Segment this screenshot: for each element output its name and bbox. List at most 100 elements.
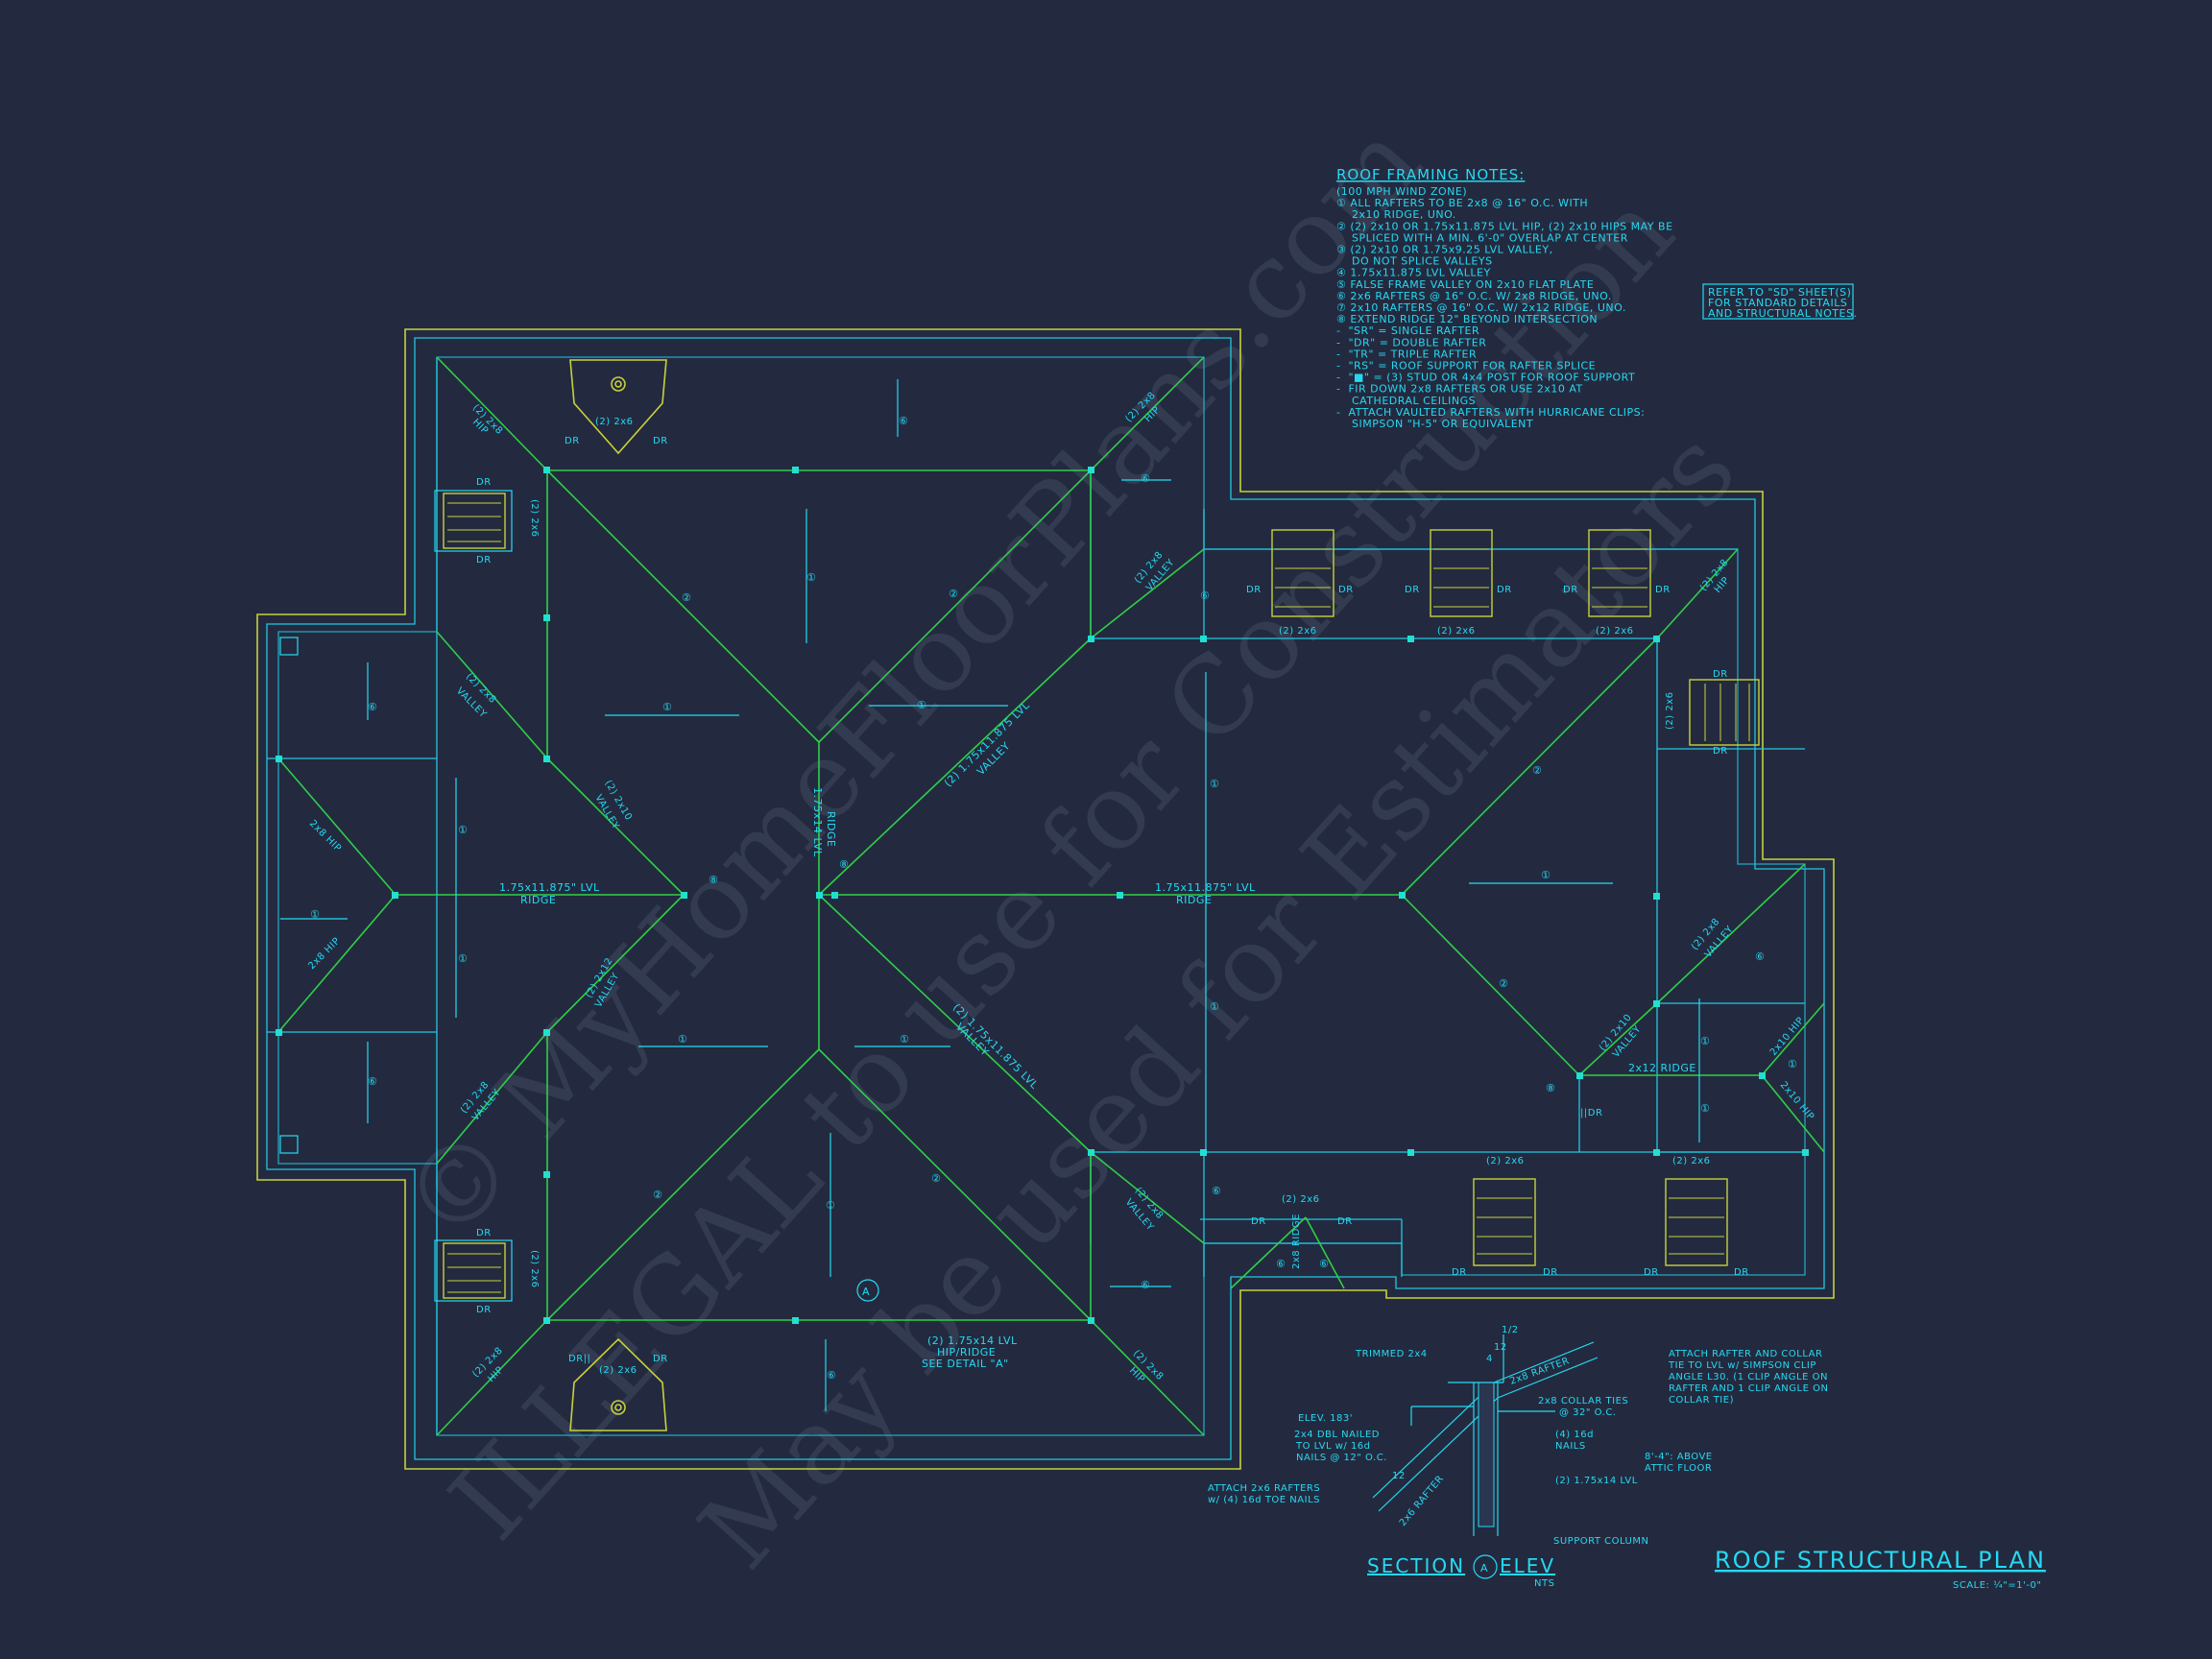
two-x6-top: (2) 2x6 [595, 417, 634, 427]
label-attach-top-4: RAFTER AND 1 CLIP ANGLE ON [1669, 1383, 1828, 1394]
label-dbl-3: NAILS @ 12" O.C. [1296, 1453, 1387, 1463]
callout-6: ⑥ [1319, 1258, 1329, 1270]
label-elev: ELEV. 183' [1298, 1413, 1353, 1424]
dr-label: DR [1734, 1267, 1749, 1278]
callout-1: ① [1788, 1058, 1797, 1070]
plan-title: ROOF STRUCTURAL PLAN [1715, 1547, 2046, 1574]
callout-1: ① [1700, 1035, 1710, 1047]
dr-label: DR [1713, 746, 1728, 757]
ridge-lvl-label-left: 1.75x11.875" LVL [499, 881, 600, 894]
callout-2: ② [682, 591, 691, 604]
callout-1: ① [1541, 869, 1551, 881]
label-dbl-1: 2x4 DBL NAILED [1294, 1430, 1380, 1440]
dr-label: DR [476, 555, 492, 565]
callout-6: ⑥ [1276, 1258, 1286, 1270]
label-collar-2: @ 32" O.C. [1559, 1407, 1617, 1418]
label-trimmed: TRIMMED 2x4 [1355, 1349, 1428, 1359]
dr-label: DR [1713, 669, 1728, 680]
callout-2: ② [949, 588, 958, 600]
label-attic-1: 8'-4": ABOVE [1645, 1452, 1713, 1462]
hip-2x10-label: 2x10 HIP [1768, 1016, 1807, 1058]
hip-2x8-left-upper: 2x8 HIP [307, 818, 343, 854]
label-attach-top-5: COLLAR TIE) [1669, 1395, 1734, 1406]
label-support: SUPPORT COLUMN [1553, 1536, 1648, 1547]
wall-outline [266, 337, 1825, 1460]
dr-label: DR|| [568, 1354, 590, 1364]
dr-label: DR [1337, 1216, 1353, 1227]
callout-1: ① [900, 1033, 909, 1046]
detail-a-line-1: (2) 1.75x14 LVL [927, 1334, 1018, 1347]
section-nts: NTS [1534, 1578, 1554, 1589]
refer-box-line-3: AND STRUCTURAL NOTES. [1708, 307, 1857, 320]
label-lvl: (2) 1.75x14 LVL [1555, 1476, 1638, 1486]
notes-line: ④ 1.75x11.875 LVL VALLEY [1336, 267, 1491, 279]
section-title-left: SECTION [1367, 1554, 1465, 1577]
detail-a-line-3: SEE DETAIL "A" [922, 1358, 1009, 1370]
callout-1: ① [458, 952, 468, 965]
label-collar-1: 2x8 COLLAR TIES [1538, 1396, 1628, 1407]
dormers [279, 359, 1760, 1431]
label-twelve-a: 12 [1494, 1342, 1507, 1353]
label-four-a: 4 [1486, 1354, 1493, 1364]
dr-label: DR [476, 1305, 492, 1315]
dr-label: DR [476, 477, 492, 488]
ridge-2x12-label: 2x12 RIDGE [1628, 1062, 1696, 1074]
roof-outline [256, 328, 1835, 1470]
refer-box [1702, 283, 1854, 320]
notes-line: ⑧ EXTEND RIDGE 12" BEYOND INTERSECTION [1336, 313, 1598, 325]
refer-box-line-1: REFER TO "SD" SHEET(S) [1708, 286, 1851, 299]
callout-6: ⑥ [1200, 589, 1210, 602]
label-rafter-bottom: 2x6 RAFTER [1398, 1474, 1446, 1528]
dr-label: DR [476, 1228, 492, 1238]
hip-2x8-left-lower: 2x8 HIP [306, 936, 342, 972]
two-x6-r1: (2) 2x6 [1279, 626, 1317, 637]
notes-line: - "TR" = TRIPLE RAFTER [1336, 348, 1477, 360]
dr-label: DR [1338, 585, 1354, 595]
section-title-right: ELEV [1500, 1554, 1555, 1577]
dr-label: DR [1543, 1267, 1558, 1278]
two-x6-left-top: (2) 2x6 [529, 499, 540, 538]
notes-line: ⑤ FALSE FRAME VALLEY ON 2x10 FLAT PLATE [1336, 278, 1594, 291]
notes-line: ⑥ 2x6 RAFTERS @ 16" O.C. W/ 2x8 RIDGE, U… [1336, 290, 1612, 302]
label-attach-top-3: ANGLE L30. (1 CLIP ANGLE ON [1669, 1372, 1828, 1382]
dr-label: DR [1246, 585, 1262, 595]
notes-line: SPLICED WITH A MIN. 6'-0" OVERLAP AT CEN… [1336, 231, 1628, 244]
notes-line: DO NOT SPLICE VALLEYS [1336, 255, 1493, 268]
callout-1: ① [1700, 1102, 1710, 1115]
callout-2: ② [653, 1189, 662, 1201]
label-nails-2: NAILS [1555, 1441, 1586, 1452]
label-nails-1: (4) 16d [1555, 1430, 1594, 1440]
notes-title: ROOF FRAMING NOTES: [1336, 166, 1525, 183]
ridge-vertical: RIDGE [825, 811, 837, 847]
callout-6: ⑥ [1755, 950, 1765, 963]
refer-box-line-2: FOR STANDARD DETAILS [1708, 297, 1847, 309]
two-x6-r2: (2) 2x6 [1437, 626, 1476, 637]
detail-a-line-2: HIP/RIDGE [937, 1346, 996, 1358]
callout-1: ① [662, 701, 672, 713]
roof-framing-notes: ROOF FRAMING NOTES: (100 MPH WIND ZONE)①… [1336, 166, 1857, 430]
notes-line: - FIR DOWN 2x8 RAFTERS OR USE 2x10 AT [1336, 383, 1583, 396]
notes-line: 2x10 RIDGE, UNO. [1336, 208, 1456, 221]
callout-8: ⑧ [839, 858, 849, 871]
two-x6-left-bottom: (2) 2x6 [529, 1250, 540, 1288]
notes-line: ⑦ 2x10 RAFTERS @ 16" O.C. W/ 2x12 RIDGE,… [1336, 301, 1626, 314]
callout-1: ① [826, 1199, 835, 1212]
dr-label: DR [653, 436, 668, 446]
notes-line: SIMPSON "H-5" OR EQUIVALENT [1336, 418, 1533, 430]
callout-2: ② [1532, 764, 1542, 777]
notes-lines: (100 MPH WIND ZONE)① ALL RAFTERS TO BE 2… [1336, 185, 1672, 430]
callout-6: ⑥ [1141, 472, 1150, 485]
callout-1: ① [310, 908, 320, 921]
label-attach-bot-2: w/ (4) 16d TOE NAILS [1208, 1495, 1320, 1505]
dr-label: DR [1405, 585, 1420, 595]
notes-line: - "■" = (3) STUD OR 4x4 POST FOR ROOF SU… [1336, 372, 1635, 384]
callout-8: ⑧ [1546, 1082, 1555, 1094]
notes-line: (100 MPH WIND ZONE) [1336, 185, 1467, 198]
callout-2: ② [931, 1172, 941, 1185]
notes-line: CATHEDRAL CEILINGS [1336, 395, 1476, 407]
callout-1: ① [917, 699, 926, 711]
callout-8: ⑧ [709, 874, 718, 886]
notes-line: - ATTACH VAULTED RAFTERS WITH HURRICANE … [1336, 406, 1645, 419]
callout-2: ② [1499, 977, 1508, 990]
